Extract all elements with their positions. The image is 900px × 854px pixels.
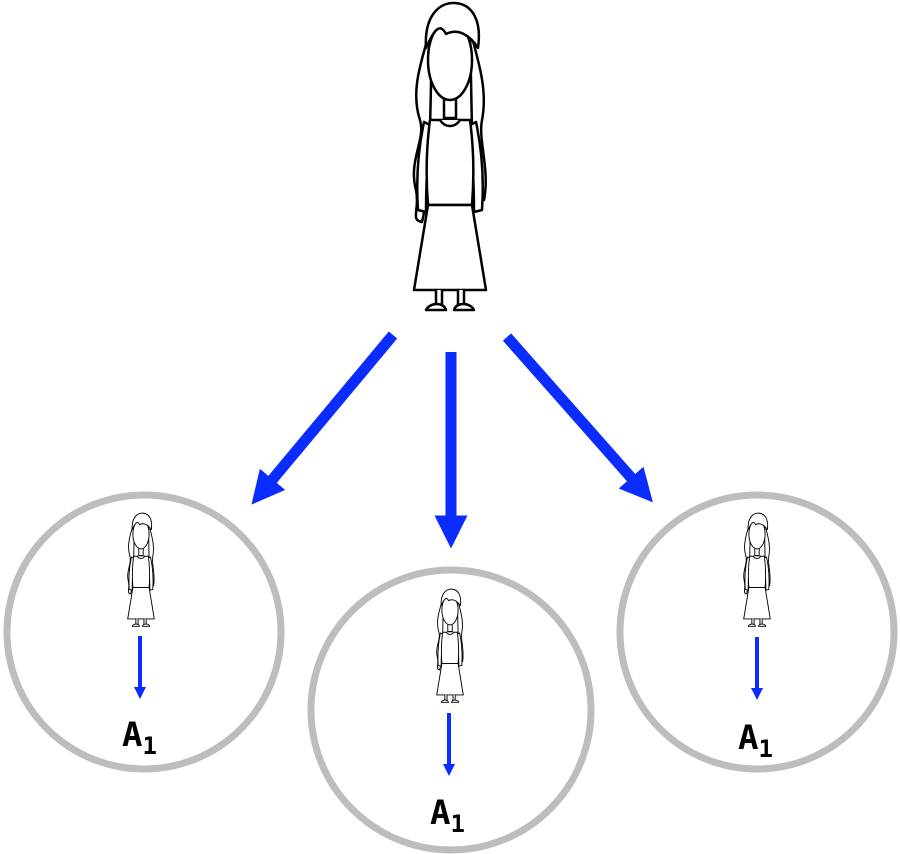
woman-figure-icon xyxy=(127,512,155,627)
woman-figure-icon xyxy=(436,588,464,703)
source-woman-icon xyxy=(412,1,488,312)
arrow-left xyxy=(251,331,398,505)
copy-circle xyxy=(307,566,595,854)
copy-label: A1 xyxy=(430,793,465,838)
copy-circle xyxy=(3,491,285,773)
copy-left: A1 xyxy=(3,491,285,773)
copy-middle: A1 xyxy=(307,566,595,854)
copy-right: A1 xyxy=(616,491,898,773)
copy-label: A1 xyxy=(738,718,773,763)
copy-label: A1 xyxy=(122,715,157,760)
copy-circle xyxy=(616,491,898,773)
arrow-right xyxy=(502,333,653,503)
big-arrows xyxy=(251,331,653,549)
woman-figure-icon xyxy=(743,512,771,627)
